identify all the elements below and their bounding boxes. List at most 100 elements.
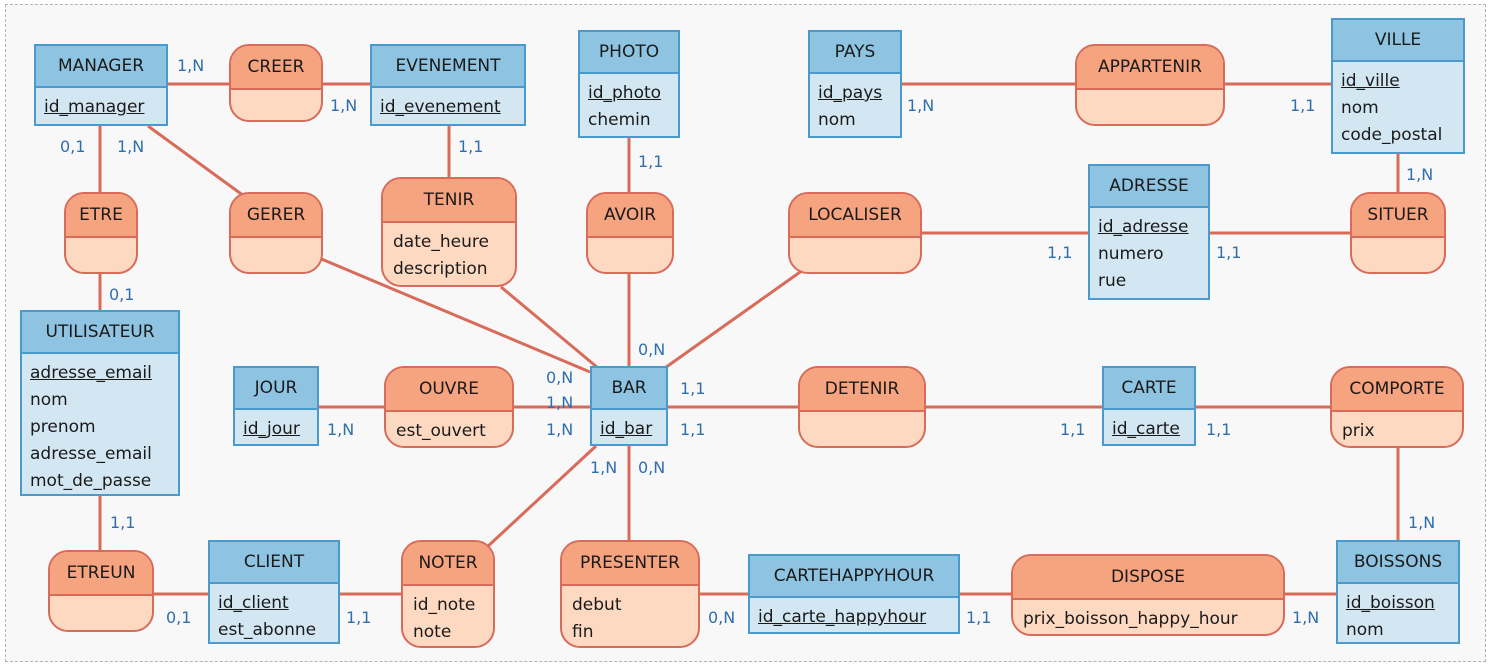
attribute-list	[588, 238, 672, 244]
attribute-list: date_heure description	[383, 223, 515, 283]
attribute: id_note	[413, 595, 476, 615]
relation-gerer[interactable]: GERER	[229, 192, 323, 274]
cardinality-label: 1,1	[680, 379, 706, 398]
cardinality-label: 0,N	[638, 340, 666, 359]
primary-key-attribute: id_ville	[1341, 71, 1400, 91]
attribute: nom	[818, 110, 856, 130]
relation-etre[interactable]: ETRE	[64, 192, 138, 274]
relation-appartenir[interactable]: APPARTENIR	[1075, 44, 1225, 126]
entity-jour[interactable]: JOUR id_jour	[233, 366, 319, 446]
attribute: note	[413, 622, 452, 642]
attribute: nom	[1341, 98, 1379, 118]
attribute-list	[50, 596, 152, 602]
cardinality-label: 1,N	[546, 393, 574, 412]
cardinality-label: 1,N	[1408, 513, 1436, 532]
cardinality-label: 1,1	[966, 608, 992, 627]
attribute: est_ouvert	[396, 421, 486, 441]
entity-client[interactable]: CLIENT id_client est_abonne	[208, 540, 340, 644]
cardinality-label: 1,1	[680, 420, 706, 439]
entity-title: ADRESSE	[1090, 166, 1208, 208]
relation-situer[interactable]: SITUER	[1350, 192, 1446, 274]
relation-title: GERER	[231, 194, 321, 238]
primary-key-attribute: id_client	[218, 593, 289, 613]
relation-title: OUVRE	[386, 368, 512, 412]
relation-title: DISPOSE	[1013, 556, 1283, 600]
relation-dispose[interactable]: DISPOSE prix_boisson_happy_hour	[1011, 554, 1285, 636]
entity-title: BAR	[592, 368, 666, 410]
attribute: est_abonne	[218, 620, 317, 640]
attribute-list: est_ouvert	[386, 412, 512, 445]
primary-key-attribute: id_adresse	[1098, 217, 1189, 237]
attribute: description	[393, 259, 488, 279]
attribute-list: id_evenement	[372, 88, 524, 121]
entity-title: CARTEHAPPYHOUR	[750, 556, 958, 598]
cardinality-label: 1,N	[1406, 165, 1434, 184]
cardinality-label: 1,N	[117, 137, 145, 156]
primary-key-attribute: id_jour	[243, 419, 300, 439]
entity-title: JOUR	[235, 368, 317, 410]
cardinality-label: 1,N	[590, 458, 618, 477]
cardinality-label: 0,1	[109, 285, 135, 304]
entity-title: PHOTO	[580, 32, 678, 74]
cardinality-label: 1,1	[638, 152, 664, 171]
entity-title: BOISSONS	[1338, 542, 1458, 584]
attribute-list: id_carte	[1104, 410, 1194, 443]
relation-title: NOTER	[403, 542, 493, 586]
relation-title: ETREUN	[50, 552, 152, 596]
entity-title: PAYS	[810, 32, 900, 74]
primary-key-attribute: id_pays	[818, 83, 883, 103]
attribute-list	[231, 90, 321, 96]
relation-localiser[interactable]: LOCALISER	[788, 192, 922, 274]
attribute-list: prix	[1332, 412, 1462, 445]
relation-title: SITUER	[1352, 194, 1444, 238]
attribute: date_heure	[393, 232, 489, 252]
entity-title: CLIENT	[210, 542, 338, 584]
primary-key-attribute: adresse_email	[30, 363, 152, 383]
attribute: chemin	[588, 110, 651, 130]
attribute-list	[231, 238, 321, 244]
entity-title: VILLE	[1333, 20, 1463, 62]
relation-tenir[interactable]: TENIR date_heure description	[381, 177, 517, 287]
relation-detenir[interactable]: DETENIR	[798, 366, 926, 448]
attribute-list: prix_boisson_happy_hour	[1013, 600, 1283, 633]
entity-title: MANAGER	[36, 46, 166, 88]
relation-avoir[interactable]: AVOIR	[586, 192, 674, 274]
attribute: prix_boisson_happy_hour	[1023, 609, 1238, 629]
cardinality-label: 0,1	[166, 608, 192, 627]
cardinality-label: 1,N	[1292, 608, 1320, 627]
relation-title: TENIR	[383, 179, 515, 223]
attribute-list	[66, 238, 136, 244]
relation-etreun[interactable]: ETREUN	[48, 550, 154, 632]
cardinality-label: 1,1	[110, 513, 136, 532]
cardinality-label: 1,N	[546, 420, 574, 439]
cardinality-label: 0,N	[708, 608, 736, 627]
attribute: numero	[1098, 244, 1164, 264]
relation-ouvre[interactable]: OUVRE est_ouvert	[384, 366, 514, 448]
relation-creer[interactable]: CREER	[229, 44, 323, 122]
primary-key-attribute: id_photo	[588, 83, 662, 103]
attribute: adresse_email	[30, 444, 152, 464]
link-line	[500, 285, 599, 370]
cardinality-label: 1,1	[458, 137, 484, 156]
link-line	[147, 124, 245, 198]
attribute: fin	[572, 622, 594, 642]
link-line	[661, 268, 804, 372]
